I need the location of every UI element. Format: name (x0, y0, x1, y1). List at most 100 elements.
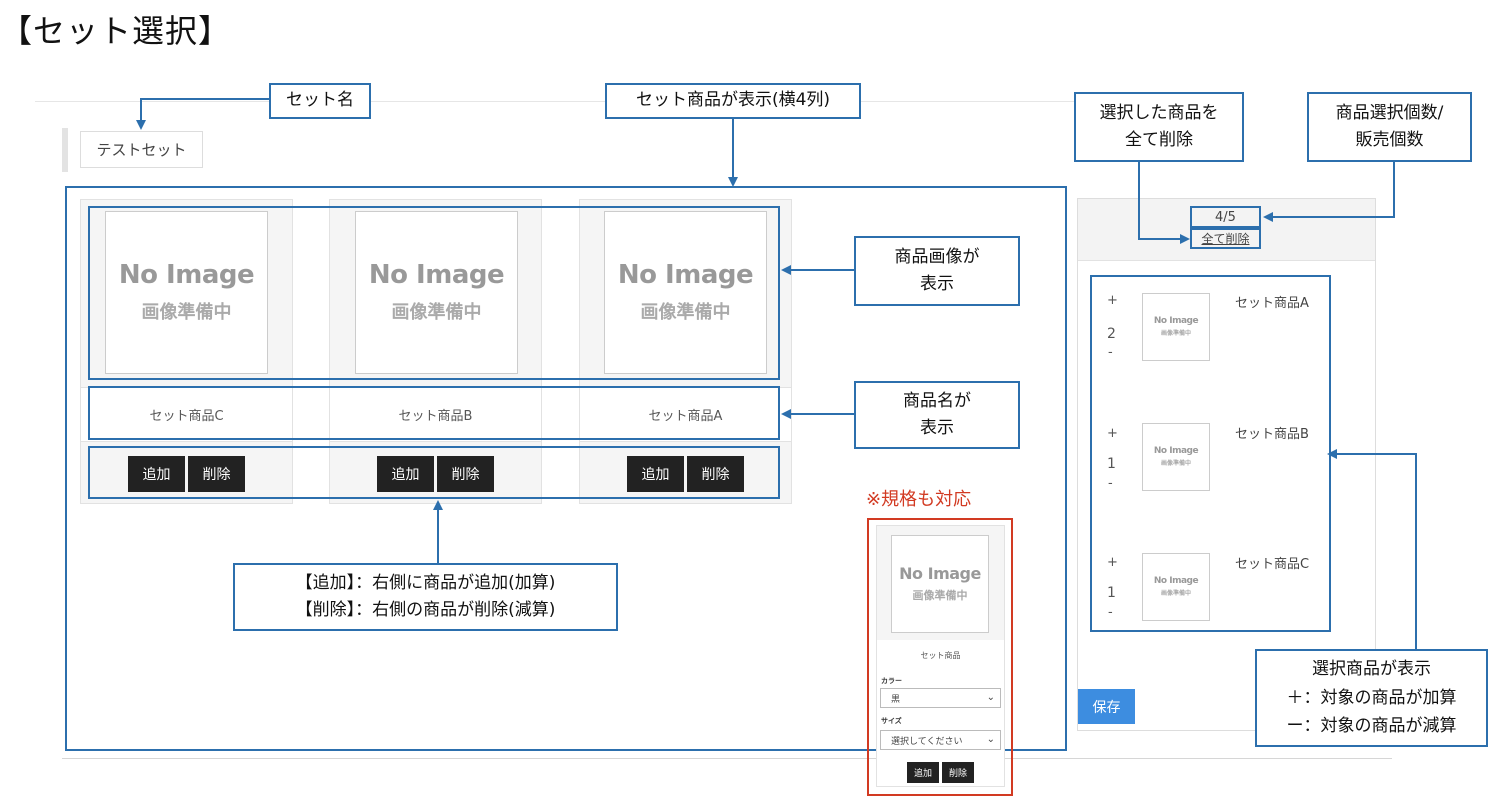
save-button[interactable]: 保存 (1078, 689, 1135, 724)
minus-button[interactable]: - (1108, 605, 1113, 620)
minus-button[interactable]: - (1108, 476, 1113, 491)
delete-button[interactable]: 削除 (437, 456, 494, 492)
product-name: セット商品B (330, 387, 541, 442)
annotation-delete-all-line2: 全て削除 (1125, 130, 1193, 150)
annotation-add-delete-line2: 【削除】：右側の商品が削除(減算) (295, 600, 556, 620)
size-select-value: 選択してください (891, 736, 963, 747)
color-select[interactable]: 黒 ⌄ (880, 688, 1001, 708)
annotation-delete-all-line1: 選択した商品を (1099, 102, 1219, 123)
product-card: No Image 画像準備中 セット商品C 追加 削除 (80, 199, 293, 504)
spec-note-text: ※規格も対応 (866, 489, 972, 510)
annotation-delete-all: 選択した商品を 全て削除 (1074, 92, 1244, 162)
product-name: セット商品 (920, 651, 961, 660)
delete-button[interactable]: 削除 (188, 456, 245, 492)
quantity: 1 (1107, 456, 1116, 472)
annotation-count-line2: 販売個数 (1355, 130, 1424, 150)
annotation-selected-line1: 選択商品が表示 (1312, 658, 1431, 679)
add-button[interactable]: 追加 (128, 456, 185, 492)
arrow-set-name (136, 98, 269, 130)
item-name: セット商品C (1235, 557, 1310, 572)
no-image-subtitle: 画像準備中 (912, 588, 968, 602)
spec-body (877, 640, 1004, 786)
spec-card: No Image 画像準備中 セット商品 カラー 黒 ⌄ サイズ 選択してくださ… (876, 525, 1005, 787)
no-image-subtitle: 画像準備中 (1160, 590, 1191, 598)
size-label: サイズ (881, 717, 902, 725)
size-select[interactable]: 選択してください ⌄ (880, 730, 1001, 750)
annotation-image-line1: 商品画像が (894, 246, 980, 267)
count-display: 4/5 (1190, 206, 1261, 228)
no-image-title: No Image (899, 564, 981, 584)
product-image: No Image 画像準備中 (604, 211, 767, 374)
product-name: セット商品A (580, 387, 791, 442)
button-row-highlight (88, 446, 780, 499)
item-image: No Image 画像準備中 (1142, 293, 1210, 361)
arrow-selected (1327, 449, 1417, 649)
annotation-add-delete: 【追加】：右側に商品が追加(加算) 【削除】：右側の商品が削除(減算) (233, 563, 618, 631)
no-image-subtitle: 画像準備中 (391, 301, 482, 323)
annotation-name: 商品名が 表示 (854, 381, 1020, 449)
color-select-value: 黒 (891, 694, 901, 705)
spec-highlight (867, 518, 1013, 796)
set-name-bar (62, 128, 202, 172)
product-image: No Image 画像準備中 (355, 211, 518, 374)
product-name: セット商品C (81, 387, 292, 442)
annotation-count-line1: 商品選択個数/ (1335, 102, 1444, 123)
annotation-image: 商品画像が 表示 (854, 236, 1020, 306)
spec-note: ※規格も対応 (866, 485, 998, 511)
arrow-count (1263, 162, 1395, 222)
chevron-down-icon: ⌄ (986, 734, 995, 745)
name-row-highlight (88, 386, 780, 440)
quantity: 1 (1107, 585, 1116, 601)
annotation-selected-line3: ー：対象の商品が減算 (1286, 716, 1457, 737)
item-image: No Image 画像準備中 (1142, 423, 1210, 491)
add-button[interactable]: 追加 (377, 456, 434, 492)
product-image: No Image 画像準備中 (105, 211, 268, 374)
selected-panel (1077, 198, 1376, 731)
arrow-delete-all (1138, 162, 1190, 244)
delete-button[interactable]: 削除 (942, 762, 974, 783)
no-image-title: No Image (617, 260, 754, 291)
no-image-subtitle: 画像準備中 (1160, 330, 1191, 338)
no-image-title: No Image (368, 260, 505, 291)
plus-button[interactable]: + (1107, 293, 1118, 308)
delete-all-link[interactable]: 全て削除 (1190, 228, 1261, 249)
annotation-selected: 選択商品が表示 ＋：対象の商品が加算 ー：対象の商品が減算 (1255, 649, 1488, 747)
annotation-add-delete-line1: 【追加】：右側に商品が追加(加算) (295, 572, 556, 593)
annotation-count: 商品選択個数/ 販売個数 (1307, 92, 1472, 162)
add-button[interactable]: 追加 (627, 456, 684, 492)
chevron-down-icon: ⌄ (986, 692, 995, 703)
no-image-subtitle: 画像準備中 (141, 301, 232, 323)
no-image-subtitle: 画像準備中 (1160, 460, 1191, 468)
product-image: No Image 画像準備中 (891, 535, 989, 633)
annotation-image-line2: 表示 (920, 274, 954, 294)
item-name: セット商品A (1235, 296, 1309, 311)
annotation-set-name: セット名 (269, 83, 371, 119)
divider (35, 101, 1085, 102)
item-name: セット商品B (1235, 427, 1309, 442)
annotation-name-line2: 表示 (920, 418, 954, 438)
product-grid-highlight (65, 186, 1067, 751)
product-card: No Image 画像準備中 セット商品A 追加 削除 (579, 199, 792, 504)
no-image-title: No Image (1153, 315, 1199, 326)
product-card: No Image 画像準備中 セット商品B 追加 削除 (329, 199, 542, 504)
no-image-subtitle: 画像準備中 (640, 301, 731, 323)
color-label: カラー (881, 677, 902, 685)
no-image-title: No Image (118, 260, 255, 291)
add-button[interactable]: 追加 (907, 762, 939, 783)
image-row-highlight (88, 206, 780, 380)
page-title: 【セット選択】 (0, 12, 232, 50)
set-name: テストセット (80, 131, 203, 168)
item-image: No Image 画像準備中 (1142, 553, 1210, 621)
quantity: 2 (1107, 326, 1116, 342)
no-image-title: No Image (1153, 575, 1199, 586)
annotation-name-line1: 商品名が (903, 390, 971, 411)
annotation-set-items: セット商品が表示(横4列) (605, 83, 861, 119)
delete-button[interactable]: 削除 (687, 456, 744, 492)
minus-button[interactable]: - (1108, 345, 1113, 360)
annotation-selected-line2: ＋：対象の商品が加算 (1286, 687, 1457, 708)
bottom-divider (62, 758, 1392, 759)
plus-button[interactable]: + (1107, 555, 1118, 570)
plus-button[interactable]: + (1107, 426, 1118, 441)
no-image-title: No Image (1153, 445, 1199, 456)
